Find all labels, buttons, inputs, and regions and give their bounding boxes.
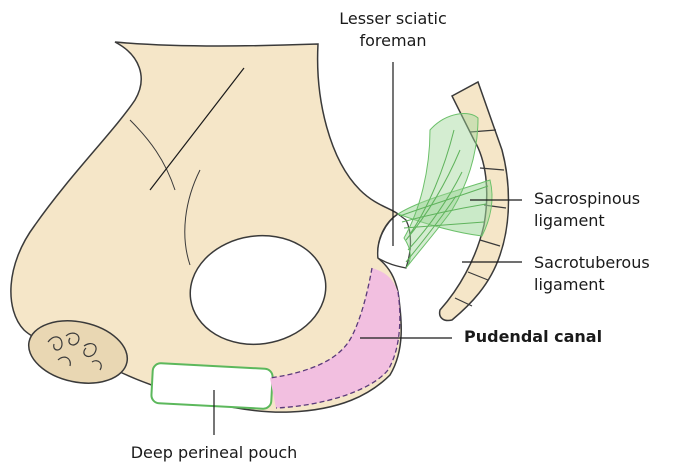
sacrospinous-ligament-label: Sacrospinous ligament bbox=[534, 188, 640, 232]
pudendal-canal-label: Pudendal canal bbox=[464, 326, 602, 348]
deep-perineal-pouch-label: Deep perineal pouch bbox=[124, 442, 304, 464]
sacrotuberous-ligament-label: Sacrotuberous ligament bbox=[534, 252, 650, 296]
deep-perineal-pouch-shape bbox=[151, 363, 273, 409]
lesser-sciatic-foramen-label: Lesser sciatic foreman bbox=[338, 8, 448, 52]
